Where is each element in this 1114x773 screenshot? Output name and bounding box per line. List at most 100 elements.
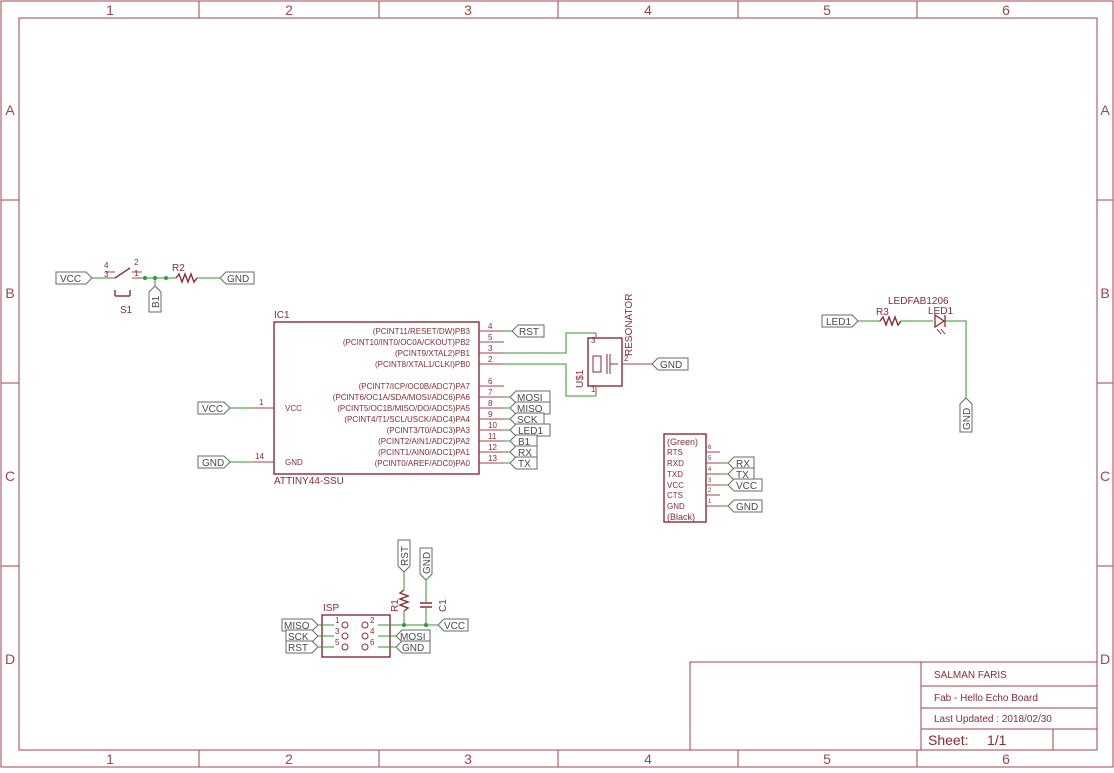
net-tag-vcc-ic[interactable] — [197, 401, 231, 415]
col-label-top-6: 6 — [1002, 2, 1010, 18]
ftdi-pin-txd[interactable]: TXD 4 TX — [667, 467, 755, 481]
net-tag-rst-r1[interactable] — [397, 539, 411, 573]
ic-pin-name: (PCINT0/AREF/ADC0)PA0 — [375, 459, 471, 468]
r3-reference: R3 — [876, 307, 889, 318]
net-tag-sck-isp[interactable] — [285, 629, 319, 643]
led-diode-symbol[interactable] — [934, 313, 946, 329]
led-circuit: LED1 R3 LEDFAB1206 LED1 GND — [821, 296, 973, 433]
ftdi-pin-name: TXD — [667, 470, 683, 479]
net-tag-vcc-isp[interactable] — [437, 618, 469, 632]
title-sheet-value: 1/1 — [987, 732, 1007, 748]
ic-part-number: ATTINY44-SSU — [274, 476, 344, 487]
title-board-name: Fab - Hello Echo Board — [934, 693, 1038, 704]
net-tag-gnd-led-label: GND — [962, 408, 973, 430]
net-tag-mosi-isp[interactable] — [395, 629, 431, 643]
net-tag-b1-ic[interactable] — [509, 434, 538, 448]
net-tag-tx-ftdi[interactable] — [727, 467, 755, 481]
resonator-pin-1: 1 — [591, 385, 596, 394]
ic-right-pin-7[interactable]: (PCINT4/T1/SCL/USCK/ADC4)PA4 9 SCK — [344, 410, 545, 426]
ftdi-body[interactable] — [663, 433, 707, 523]
ic-right-pin-1[interactable]: (PCINT10/INT0/OC0A/CKOUT)PB2 5 — [343, 333, 504, 347]
ic-pin-name: (PCINT8/XTAL1/CLKI)PB0 — [375, 360, 471, 369]
resonator-body[interactable] — [587, 337, 623, 387]
ftdi-pin-name: VCC — [667, 481, 684, 490]
net-tag-vcc-ftdi-label: VCC — [736, 481, 757, 492]
ic-pin-name: (PCINT6/OC1A/SDA/MOSI/ADC6)PA6 — [333, 393, 471, 402]
net-tag-vcc-switch[interactable] — [55, 271, 93, 285]
ic-right-pin-4[interactable]: (PCINT7/ICP/OC0B/ADC7)PA7 6 — [359, 377, 504, 391]
net-tag-gnd-switch[interactable] — [219, 271, 255, 285]
net-tag-gnd-ic[interactable] — [197, 455, 231, 469]
ic-right-pin-5[interactable]: (PCINT6/OC1A/SDA/MOSI/ADC6)PA6 7 MOSI — [333, 388, 551, 404]
ic-pin-name: (PCINT5/OC1B/MISO/DO/ADC5)PA5 — [337, 404, 470, 413]
ic-right-pin-2[interactable]: (PCINT9/XTAL2)PB1 3 — [395, 344, 504, 358]
ic-pin-number: 10 — [488, 421, 497, 430]
net-tag-rst-isp[interactable] — [285, 640, 319, 654]
s1-pin-1: 1 — [134, 269, 139, 278]
net-tag-led1[interactable] — [821, 314, 859, 328]
net-tag-gnd-switch-label: GND — [227, 274, 249, 285]
s1-pin-4: 4 — [104, 261, 109, 270]
ic-right-pin-8[interactable]: (PCINT3/T0/ADC3)PA3 10 LED1 — [387, 421, 551, 437]
isp-pin-2: 2 — [370, 616, 375, 625]
r2-resistor — [175, 272, 198, 284]
net-tag-mosi-ic-label: MOSI — [517, 393, 543, 404]
ic-right-pin-0[interactable]: (PCINT11/RESET/DW)PB3 4 RST — [373, 322, 545, 338]
ftdi-pin-gnd[interactable]: GND 1 GND — [667, 499, 763, 513]
ic-pin-number: 3 — [488, 344, 493, 353]
net-tag-gnd-led[interactable] — [959, 397, 973, 433]
ic-right-pin-11[interactable]: (PCINT0/AREF/ADC0)PA0 13 TX — [375, 454, 538, 470]
ic-right-pin-10[interactable]: (PCINT1/AIN0/ADC1)PA1 12 RX — [378, 443, 538, 459]
ic-pin-number: 5 — [488, 333, 493, 342]
net-tag-rx-ic[interactable] — [509, 445, 538, 459]
title-block: SALMAN FARIS Fab - Hello Echo Board Last… — [689, 661, 1098, 751]
ftdi-pin-rxd[interactable]: RXD 5 RX — [667, 456, 755, 470]
net-tag-sck-ic-label: SCK — [517, 415, 538, 426]
net-tag-gnd-isp[interactable] — [395, 640, 431, 654]
net-tag-rst-ic-label: RST — [519, 327, 539, 338]
net-tag-vcc-isp-label: VCC — [444, 621, 465, 632]
net-tag-miso-isp[interactable] — [281, 618, 319, 632]
ic-pin-number: 9 — [488, 410, 493, 419]
net-tag-gnd-c1[interactable] — [419, 547, 433, 581]
col-label-top-2: 2 — [285, 2, 293, 18]
ic-right-pin-9[interactable]: (PCINT2/AIN1/ADC2)PA2 11 B1 — [378, 432, 538, 448]
net-tag-led1-label: LED1 — [826, 317, 851, 328]
col-label-bottom-3: 3 — [464, 751, 472, 767]
col-label-bottom-4: 4 — [644, 751, 652, 767]
net-tag-mosi-ic[interactable] — [509, 390, 551, 404]
ftdi-pin-number: 2 — [708, 488, 712, 494]
ic-pin-number: 8 — [488, 399, 493, 408]
net-tag-sck-ic[interactable] — [509, 412, 545, 426]
ftdi-pin-rts[interactable]: RTS 6 — [667, 445, 720, 457]
r1-reference: R1 — [390, 599, 401, 612]
ftdi-pin-number: 1 — [708, 499, 712, 505]
resonator-pin-2: 2 — [624, 354, 629, 363]
net-tag-miso-ic-label: MISO — [517, 404, 543, 415]
net-tag-gnd-ftdi-label: GND — [736, 502, 758, 513]
ic-right-pin-3[interactable]: (PCINT8/XTAL1/CLKI)PB0 2 — [375, 355, 504, 369]
ftdi-pin-vcc[interactable]: VCC 3 VCC — [667, 478, 763, 492]
resonator: 3 1 2 RESONATOR U$1 GND — [575, 294, 689, 396]
net-tag-led1-ic[interactable] — [509, 423, 551, 437]
net-tag-vcc-ic-label: VCC — [202, 404, 223, 415]
row-label-left-c: C — [5, 468, 15, 484]
s1-switch-lever — [114, 267, 131, 279]
row-label-right-d: D — [1100, 651, 1110, 667]
ic-pin-name: (PCINT11/RESET/DW)PB3 — [373, 327, 471, 336]
net-tag-led1-ic-label: LED1 — [518, 426, 543, 437]
resonator-name: RESONATOR — [624, 294, 635, 356]
ic-right-pin-6[interactable]: (PCINT5/OC1B/MISO/DO/ADC5)PA5 8 MISO — [337, 399, 551, 415]
isp-reference: ISP — [323, 603, 339, 614]
col-label-bottom-6: 6 — [1002, 751, 1010, 767]
net-tag-vcc-ftdi[interactable] — [727, 478, 763, 492]
net-tag-miso-ic[interactable] — [509, 401, 551, 415]
net-tag-tx-ic[interactable] — [509, 456, 538, 470]
net-tag-gnd-resonator[interactable] — [651, 357, 689, 371]
net-tag-gnd-ftdi[interactable] — [727, 499, 763, 513]
ic-body[interactable] — [273, 321, 480, 475]
ftdi-pin-cts[interactable]: CTS 2 — [667, 488, 720, 500]
net-tag-rx-ftdi[interactable] — [727, 456, 755, 470]
net-tag-b1[interactable] — [148, 285, 162, 313]
net-tag-rst-ic[interactable] — [511, 324, 545, 338]
